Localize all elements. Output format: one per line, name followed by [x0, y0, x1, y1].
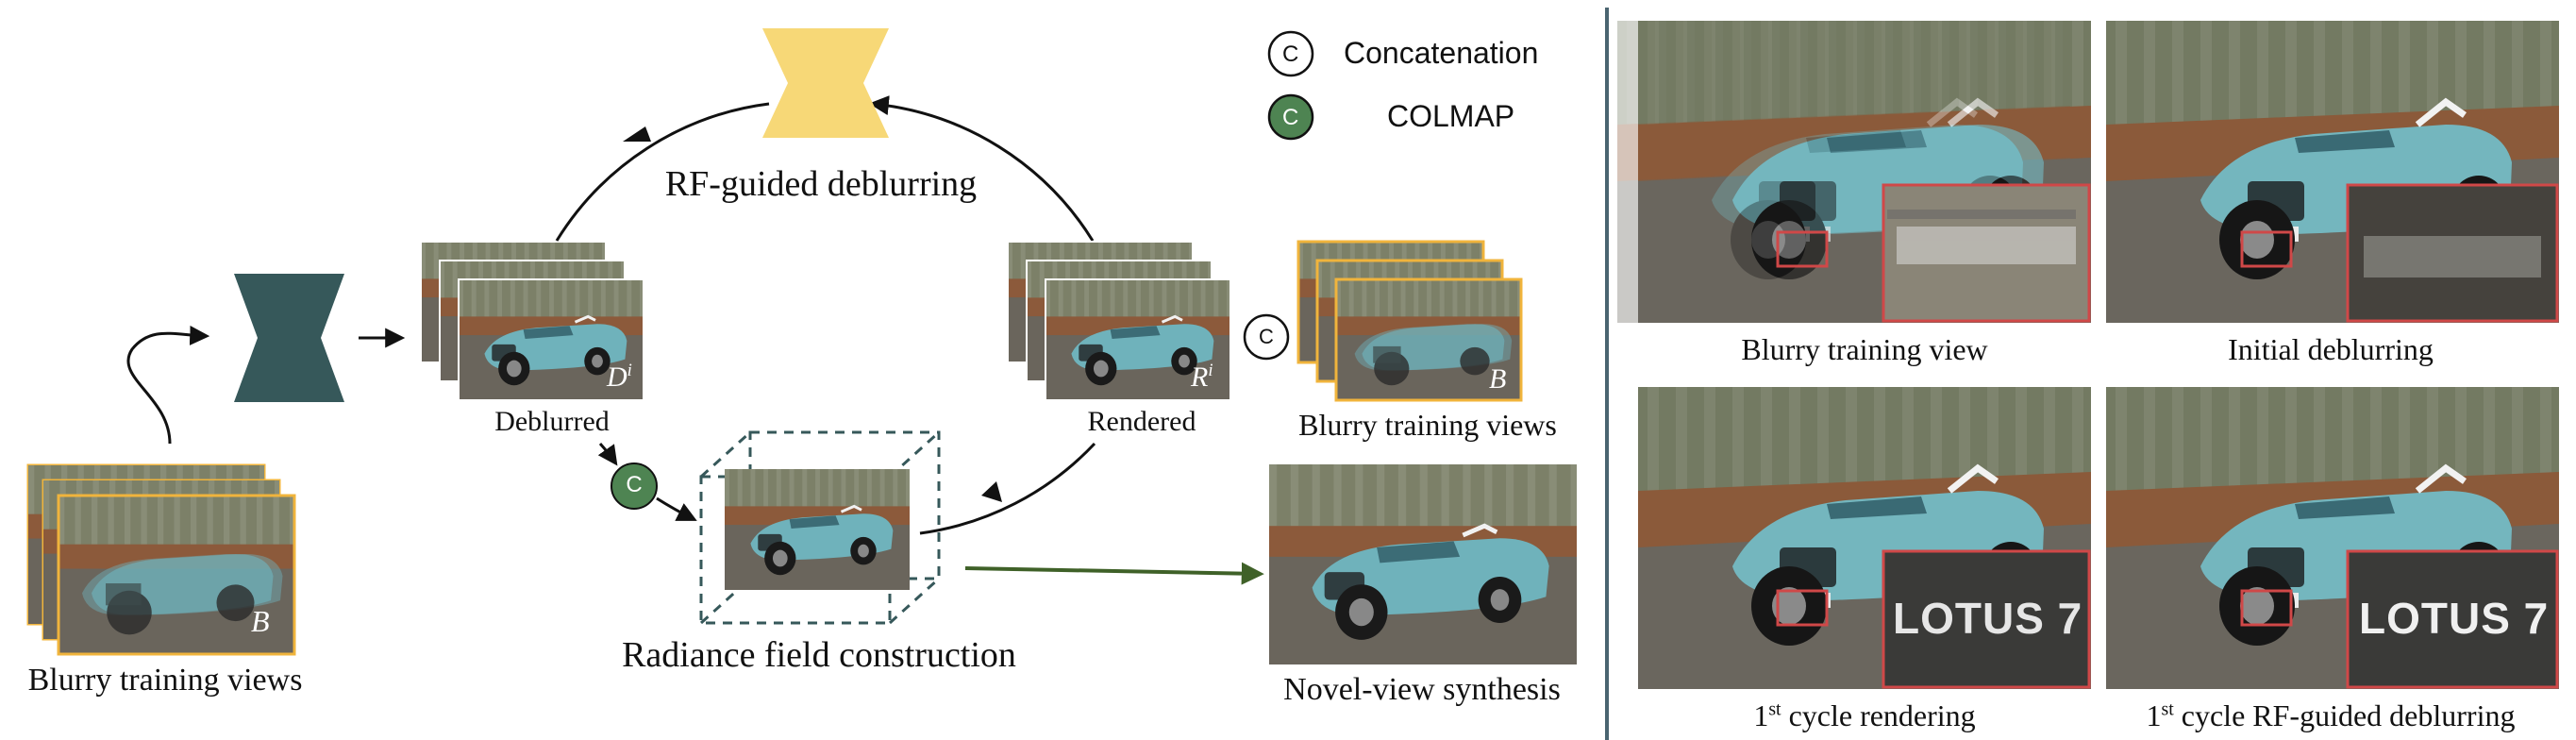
legend-colmap-label: COLMAP: [1387, 99, 1515, 133]
blurry-right-image-stack: [1296, 240, 1523, 402]
rendered-tag-sup: i: [1208, 361, 1213, 380]
panel-4-inset-plate: LOTUS 7: [2359, 594, 2550, 643]
panel-4-caption-pre: 1: [2146, 698, 2162, 732]
rendered-image-stack: [1007, 241, 1231, 401]
panel-4-caption: 1st cycle RF-guided deblurring: [2147, 698, 2516, 733]
deblurred-label: Deblurred: [494, 406, 610, 437]
deblurred-tag: Di: [607, 362, 632, 394]
input-tag: B: [251, 604, 270, 638]
concat-symbol-node: [1243, 313, 1290, 361]
panel-3-caption-post: cycle rendering: [1781, 698, 1976, 732]
deblurred-to-concat-arrow: [597, 442, 618, 466]
construction-image: [725, 469, 910, 590]
comparison-panel-2: [2106, 21, 2559, 323]
panel-3-caption: 1st cycle rendering: [1753, 698, 1975, 733]
legend-colmap-icon: [1267, 93, 1314, 141]
legend-concat-icon: [1267, 30, 1314, 77]
panel-3-caption-sup: st: [1768, 698, 1781, 720]
cycle-arc-bottom-arrowhead: [981, 481, 1002, 502]
construction-label: Radiance field construction: [622, 635, 1016, 675]
cycle-arc-top-right: [868, 95, 1095, 242]
deblurred-image-stack: [420, 241, 644, 401]
deblur-network-icon: [234, 274, 344, 402]
input-image-stack: [26, 463, 296, 656]
rendered-tag-base: R: [1191, 362, 1209, 393]
colmap-node-symbol: C: [626, 472, 643, 497]
comparison-panel-1: [1617, 21, 2091, 323]
concat-to-construction-arrow: [656, 496, 697, 521]
rf-guided-network-icon: [762, 28, 889, 138]
colmap-symbol-node: [611, 462, 658, 510]
panel-4-caption-sup: st: [2161, 698, 2174, 720]
blurry-right-label: Blurry training views: [1298, 408, 1557, 442]
construction-to-novel-arrow: [964, 562, 1264, 585]
deblurred-tag-sup: i: [627, 361, 632, 380]
input-to-network-arrow: [126, 325, 210, 445]
panel-3-caption-pre: 1: [1753, 698, 1769, 732]
cycle-arc-bottom-right: [919, 442, 1096, 535]
comparison-panel-3: [1638, 387, 2091, 689]
legend-concat-symbol: C: [1282, 42, 1299, 67]
cycle-arc-arrowhead: [623, 126, 651, 142]
panel-1-caption: Blurry training view: [1741, 332, 1988, 366]
rendered-tag: Ri: [1191, 362, 1213, 394]
legend-colmap-symbol: C: [1282, 105, 1299, 130]
rendered-label: Rendered: [1087, 406, 1196, 437]
input-label: Blurry training views: [27, 663, 303, 698]
panel-4-caption-post: cycle RF-guided deblurring: [2173, 698, 2516, 732]
deblurred-tag-base: D: [607, 362, 627, 393]
novel-label: Novel-view synthesis: [1283, 672, 1561, 707]
blurry-right-tag: B: [1489, 363, 1507, 395]
novel-view-image: [1269, 464, 1577, 664]
rf-guided-label: RF-guided deblurring: [664, 164, 978, 204]
comparison-panel-4: [2106, 387, 2559, 689]
legend-concat-label: Concatenation: [1344, 36, 1539, 70]
concat-node-symbol: C: [1259, 325, 1274, 348]
panel-2-caption: Initial deblurring: [2228, 332, 2434, 366]
cycle-arc-top-left: [555, 102, 770, 242]
panel-3-inset-plate: LOTUS 7: [1893, 594, 2083, 643]
